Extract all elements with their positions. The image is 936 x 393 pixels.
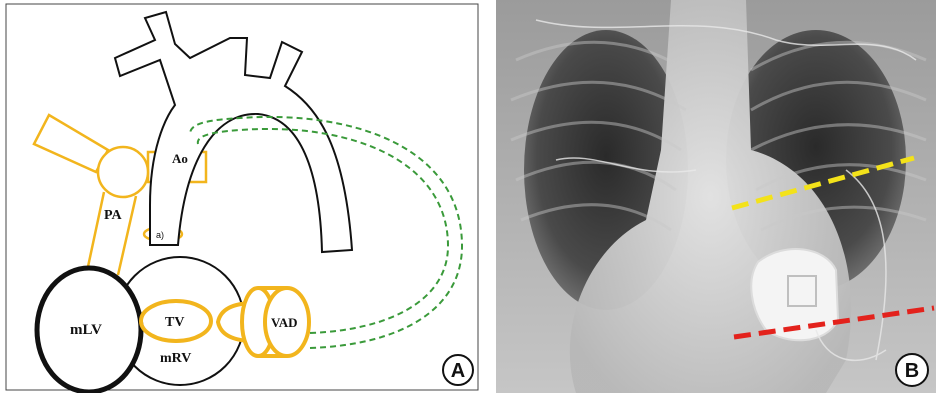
panel-a-badge-label: A	[451, 360, 465, 382]
tv-label: TV	[165, 315, 184, 330]
xray-panel-b: B	[496, 0, 936, 393]
chest-xray-image: B	[496, 0, 936, 393]
mrv-label: mRV	[160, 351, 191, 366]
heart-schematic: Ao PA a) mLV TV mRV VAD A	[0, 0, 484, 393]
aorta-label: Ao	[172, 151, 188, 166]
vad-label: VAD	[271, 315, 298, 330]
panel-b-badge-label: B	[905, 360, 919, 382]
schematic-panel-a: Ao PA a) mLV TV mRV VAD A	[0, 0, 484, 393]
annotation-a-label: a)	[156, 230, 164, 240]
mlv-label: mLV	[70, 322, 102, 338]
pulmonary-artery-label: PA	[104, 208, 123, 223]
